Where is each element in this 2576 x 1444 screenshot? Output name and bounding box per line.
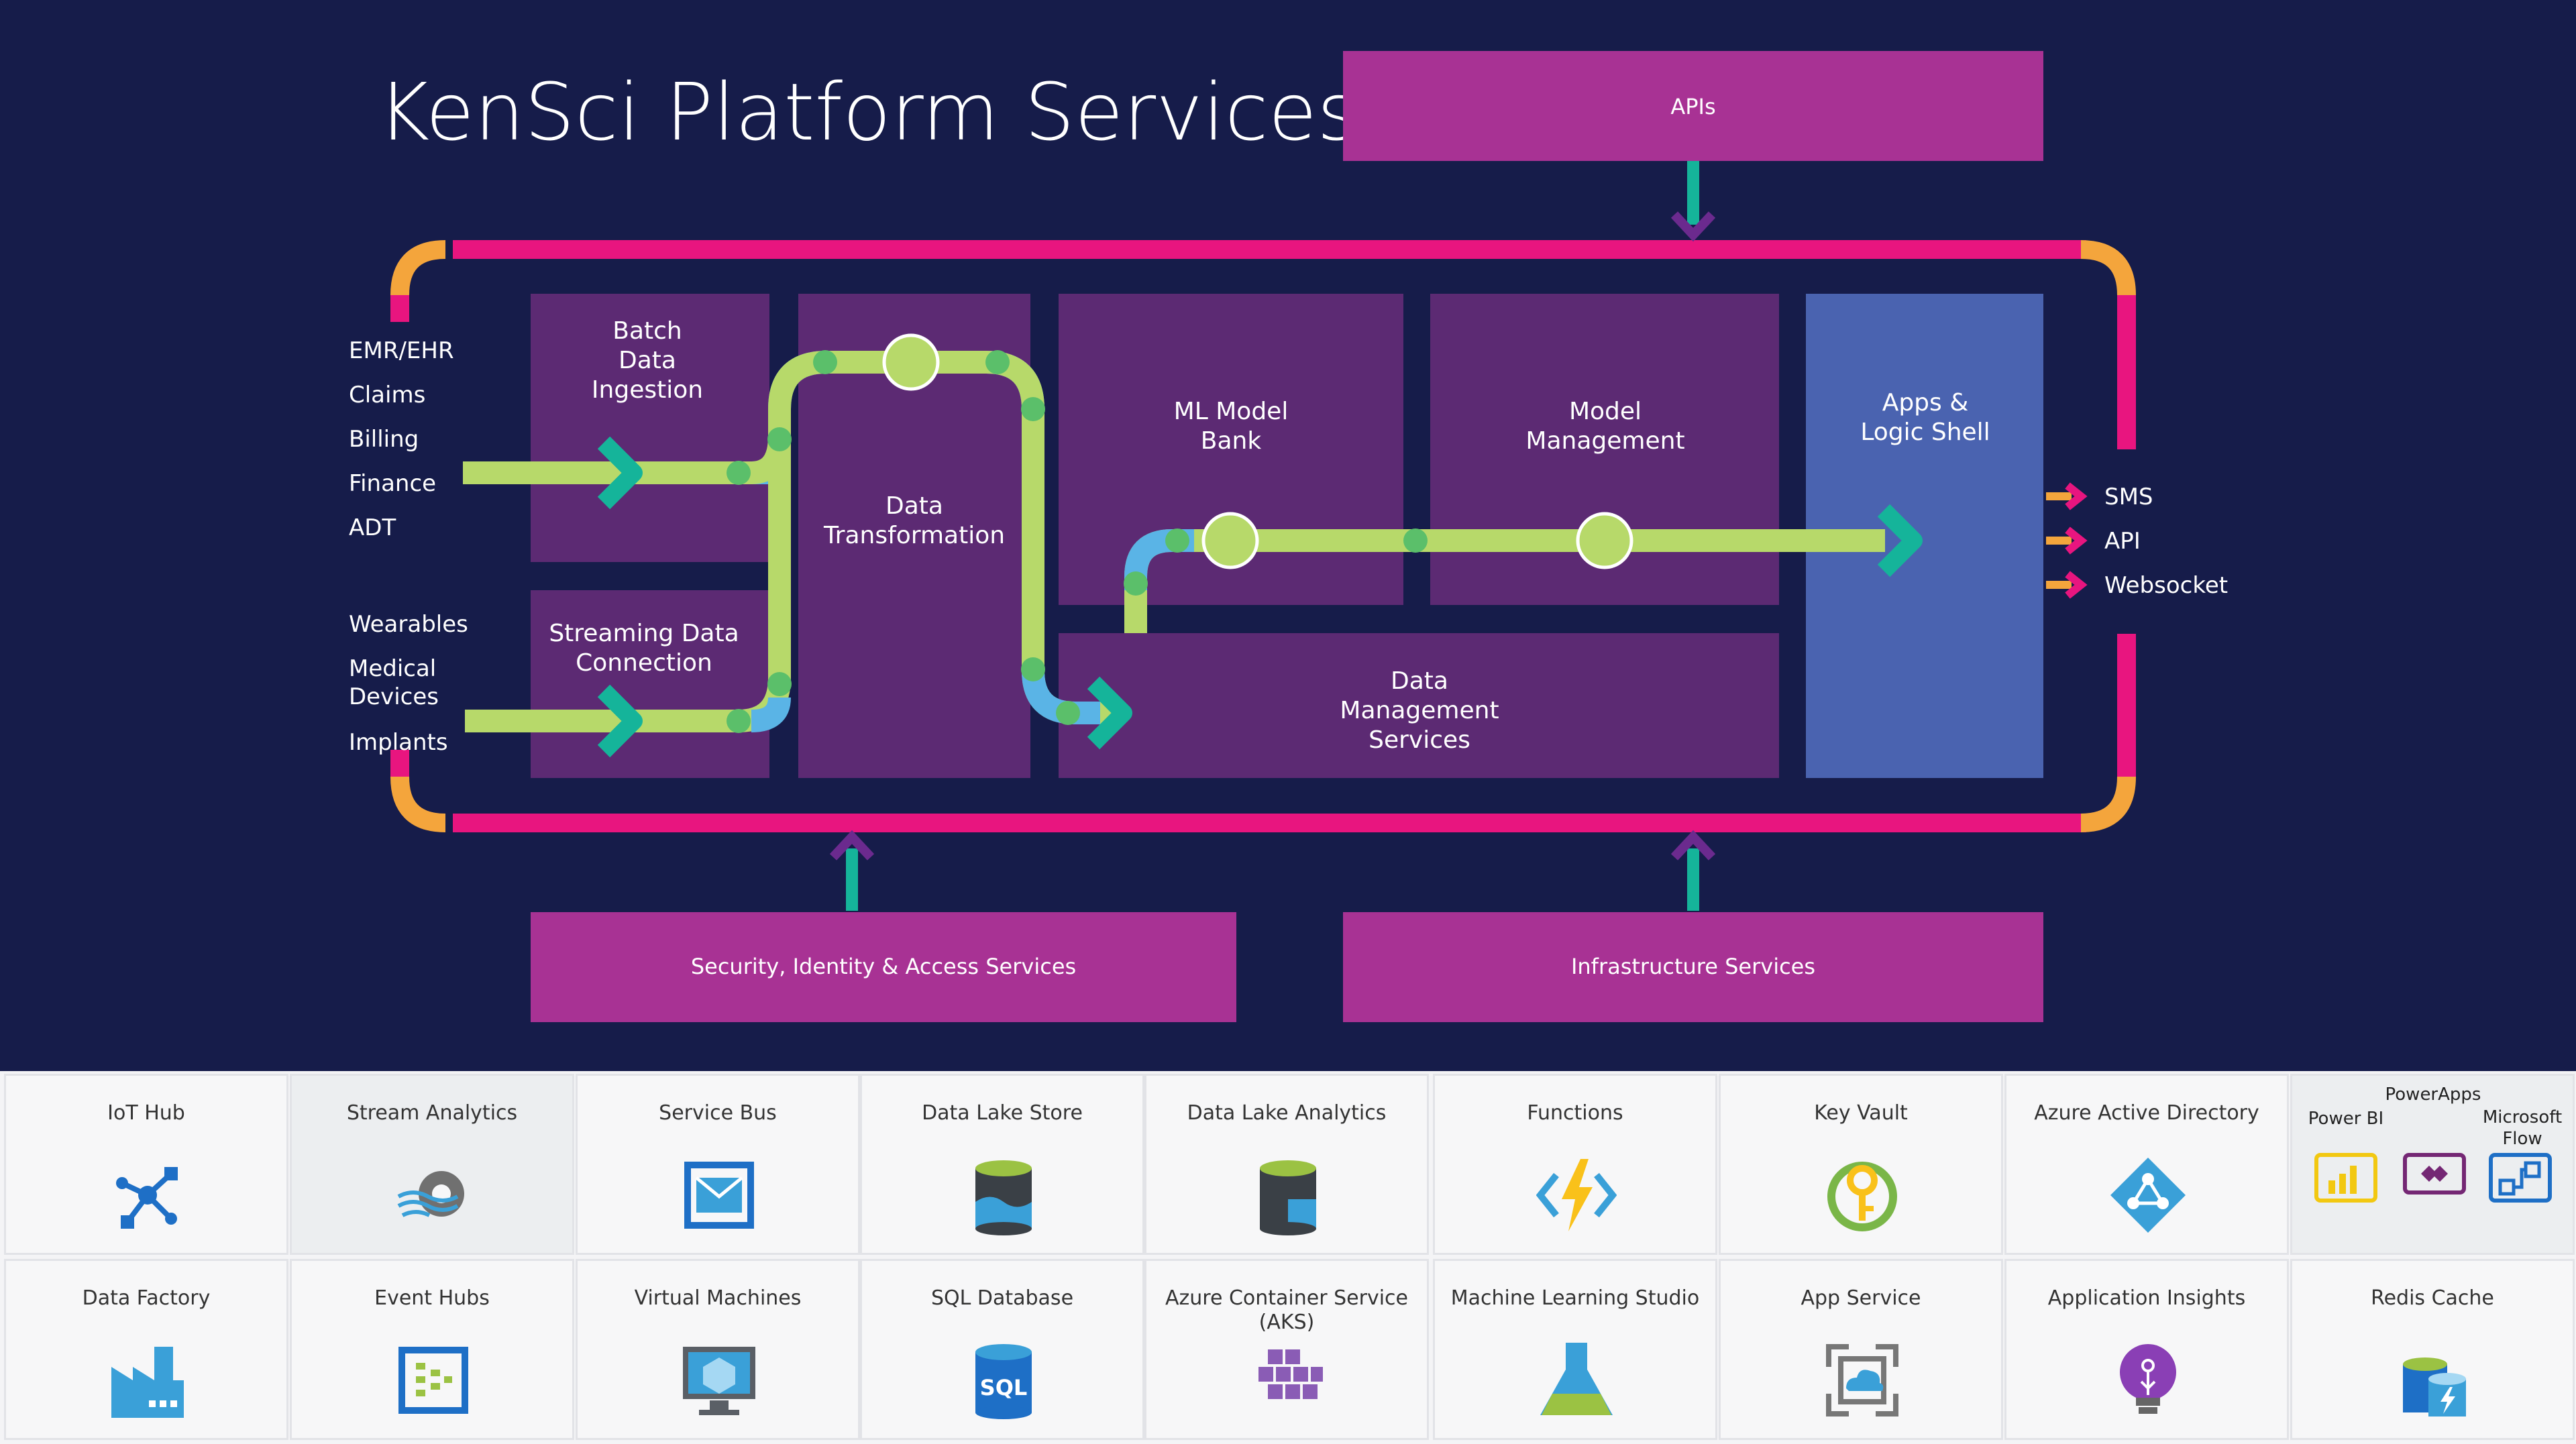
service-tile-label: Virtual Machines [634,1286,802,1310]
source-batch-label: EMR/EHR [349,337,454,364]
source-streaming-label: Implants [349,729,448,756]
service-tile-label: IoT Hub [107,1101,185,1125]
security-label: Security, Identity & Access Services [691,954,1076,979]
source-batch-label: Finance [349,470,436,497]
service-tile: Key Vault [1719,1074,2003,1255]
service-tile: Data Lake Store [860,1074,1144,1255]
infrastructure-label: Infrastructure Services [1571,954,1815,979]
service-tile: Data Factory [4,1259,288,1440]
service-tile-label: Stream Analytics [346,1101,518,1125]
service-tile-label: App Service [1801,1286,1921,1310]
service-tile: Service Bus [576,1074,860,1255]
output-label: Websocket [2104,572,2228,599]
service-tile-label: Event Hubs [374,1286,490,1310]
service-tile: Machine Learning Studio [1433,1259,1717,1440]
microsoft-flow-label: Microsoft Flow [2482,1107,2563,1149]
service-tile: Application Insights [2004,1259,2289,1440]
service-tile: Functions [1433,1074,1717,1255]
page-title: KenSci Platform Services [378,66,1358,158]
batch-arrow-icon [597,436,643,510]
architecture-diagram: KenSci Platform Services APIs Security, … [349,51,2228,1022]
frame-corner-tl [390,240,446,296]
service-tile: Stream Analytics [290,1074,574,1255]
powerapps-icon [2401,1151,2468,1208]
service-tile: Azure Active Directory [2004,1074,2289,1255]
service-tile: Virtual Machines [576,1259,860,1440]
svg-text:SQL: SQL [980,1375,1028,1400]
batch-ingestion-box [531,294,769,562]
service-tile-label: Machine Learning Studio [1450,1286,1700,1310]
service-tile-label: Data Lake Analytics [1187,1101,1387,1125]
service-tile-label: Data Factory [82,1286,211,1310]
powerapps-label: PowerApps [2385,1085,2481,1105]
source-batch-label: Claims [349,382,425,408]
frame-corner-br [2080,776,2136,832]
flow-junction-dots [727,350,1428,733]
service-tile: Data Lake Analytics [1144,1074,1429,1255]
security-bar [531,912,1236,1022]
azure-services-grid: IoT Hub Stream Analytics Service Bus Data L… [0,1071,2576,1444]
power-bi-icon [2312,1151,2379,1208]
infrastructure-chevron-up-icon [1670,830,1716,860]
service-tile: Redis Cache [2290,1259,2575,1440]
source-batch-label: ADT [349,514,396,541]
apis-bar [1343,51,2043,161]
security-chevron-up-icon [829,830,875,860]
transformation-node [882,333,940,391]
service-tile-label: Azure Container Service (AKS) [1165,1286,1408,1334]
diagram-panel: KenSci Platform Services APIs Security, … [0,0,2576,1071]
service-tile-label: Redis Cache [2371,1286,2494,1310]
service-tile-label: Service Bus [659,1101,777,1125]
data-management-box [1059,633,1779,778]
ml-bank-node [1201,512,1259,569]
service-tile-label: Data Lake Store [922,1101,1083,1125]
output-label: API [2104,528,2141,555]
service-tile-label: Azure Active Directory [2034,1101,2259,1125]
dms-arrow-icon [1087,676,1132,750]
source-batch-label: Billing [349,426,419,453]
apis-label: APIs [1670,94,1715,119]
source-streaming-label: Wearables [349,611,468,638]
service-tile-label: Key Vault [1814,1101,1908,1125]
apps-logic-shell-label: Apps &Logic Shell [1860,389,1990,446]
output-label: SMS [2104,484,2153,510]
service-tile-label: SQL Database [930,1286,1074,1310]
infrastructure-bar [1343,912,2043,1022]
streaming-arrow-icon [597,684,643,758]
apis-chevron-down-icon [1670,211,1716,242]
output-arrows [2046,482,2088,599]
service-tile: Azure Container Service (AKS) [1144,1259,1429,1440]
service-tile: Event Hubs [290,1259,574,1440]
service-tile-label: Functions [1527,1101,1623,1125]
frame-corner-bl [390,776,446,832]
frame-corner-tr [2080,240,2136,296]
streaming-connection-box [531,590,769,778]
service-tile-label: Application Insights [2047,1286,2246,1310]
flow-path-lower-blue [751,696,791,732]
service-tile: IoT Hub [4,1074,288,1255]
apps-arrow-icon [1877,504,1923,577]
service-tile: App Service [1719,1259,2003,1440]
model-management-node [1576,512,1633,569]
power-bi-label: Power BI [2308,1109,2384,1129]
flow-icon [2487,1151,2554,1208]
